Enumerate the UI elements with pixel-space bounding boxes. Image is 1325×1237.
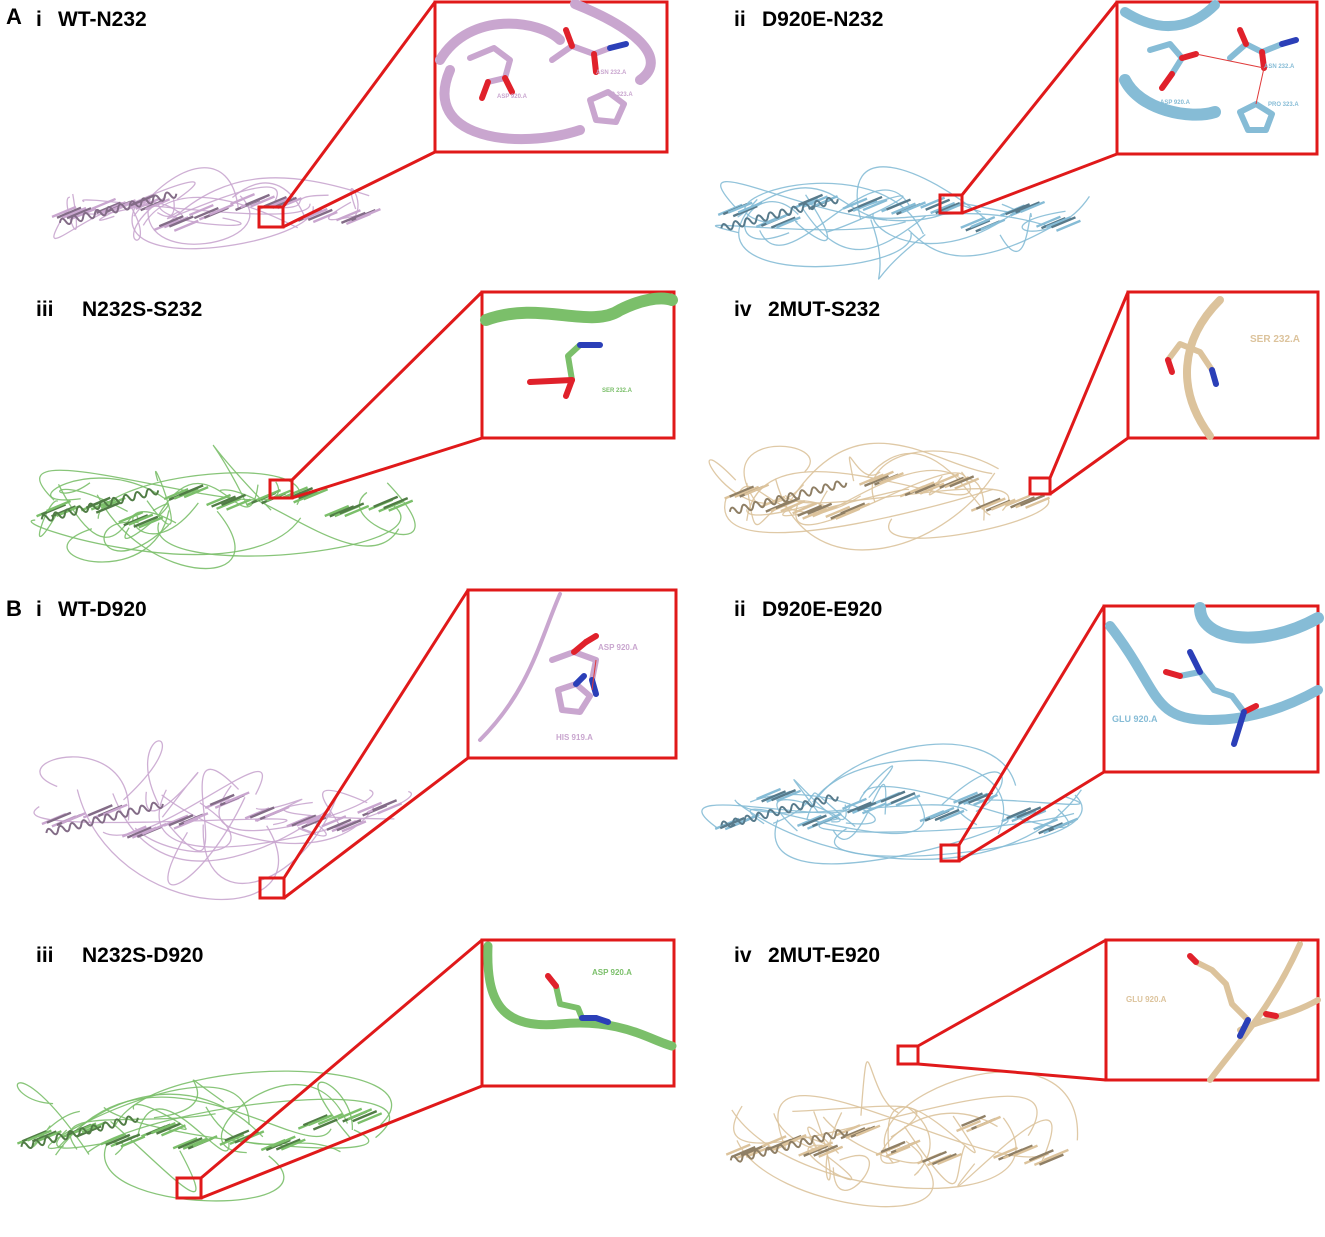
section-letter-b: B	[6, 596, 22, 621]
panel-a-ii-label-0: ASN 232.A	[1264, 64, 1295, 70]
panel-b-i-roman: i	[36, 598, 42, 621]
panel-a-i-roman: i	[36, 8, 42, 31]
panel-a-i-title: WT-N232	[58, 8, 147, 31]
panel-b-ii-title: D920E-E920	[762, 598, 883, 621]
panel-b-i-title: WT-D920	[58, 598, 147, 621]
panel-a-i-label-2: PRO 323.A	[602, 92, 633, 98]
panel-b-iv: GLU 920.A	[725, 938, 1321, 1208]
panel-a-iii-roman: iii	[36, 298, 54, 321]
panel-a-ii-roman: ii	[734, 8, 746, 31]
panel-a-iv-title: 2MUT-S232	[768, 298, 881, 321]
panel-a-i-inset: ASN 232.A ASP 920.A PRO 323.A	[435, 0, 656, 145]
panel-b-i-label-0: ASP 920.A	[598, 643, 638, 652]
panel-b-i-label-1: HIS 919.A	[556, 733, 593, 742]
panel-a-iii: SER 232.A	[30, 290, 678, 570]
panel-a-ii-title: D920E-N232	[762, 8, 884, 31]
panel-a-ii: ASN 232.A ASP 920.A PRO 323.A	[715, 0, 1319, 280]
panel-a-i: ASN 232.A ASP 920.A PRO 323.A	[51, 0, 669, 250]
panel-b-iii-inset: ASP 920.A	[483, 941, 677, 1051]
panel-a-i-label-0: ASN 232.A	[596, 70, 627, 76]
panel-a-iv-roman: iv	[734, 298, 752, 321]
panel-b-iv-title: 2MUT-E920	[768, 944, 881, 967]
panel-a-iii-label-0: SER 232.A	[602, 388, 633, 394]
section-letter-a: A	[6, 4, 22, 29]
panel-b-iv-roman: iv	[734, 944, 752, 967]
panel-a-ii-label-1: ASP 920.A	[1160, 100, 1191, 106]
panel-b-iii-roman: iii	[36, 944, 54, 967]
panel-b-i-inset: ASP 920.A HIS 919.A	[478, 592, 638, 742]
panel-b-iii: ASP 920.A	[16, 938, 677, 1202]
panel-a-iv-label-0: SER 232.A	[1250, 334, 1300, 345]
panel-a-iii-inset: SER 232.A	[480, 292, 678, 399]
panel-b-ii-roman: ii	[734, 598, 746, 621]
panel-a-iv-inset: SER 232.A	[1165, 296, 1300, 440]
panel-b-iii-label-0: ASP 920.A	[592, 968, 632, 977]
panel-a-ii-inset: ASN 232.A ASP 920.A PRO 323.A	[1119, 0, 1299, 133]
panel-a-iv: SER 232.A	[708, 290, 1320, 551]
panel-b-iv-inset: GLU 920.A	[1126, 941, 1321, 1083]
panel-b-iii-title: N232S-D920	[82, 944, 204, 967]
panel-b-iv-label-0: GLU 920.A	[1126, 995, 1167, 1004]
panel-a-ii-label-2: PRO 323.A	[1268, 102, 1299, 108]
panel-b-ii-label-0: GLU 920.A	[1112, 714, 1158, 724]
panel-b-ii: GLU 920.A	[701, 602, 1324, 865]
panel-a-iii-title: N232S-S232	[82, 298, 203, 321]
panel-b-i: ASP 920.A HIS 919.A	[33, 588, 678, 901]
panel-b-ii-inset: GLU 920.A	[1105, 602, 1324, 747]
panel-a-i-label-1: ASP 920.A	[497, 94, 528, 100]
